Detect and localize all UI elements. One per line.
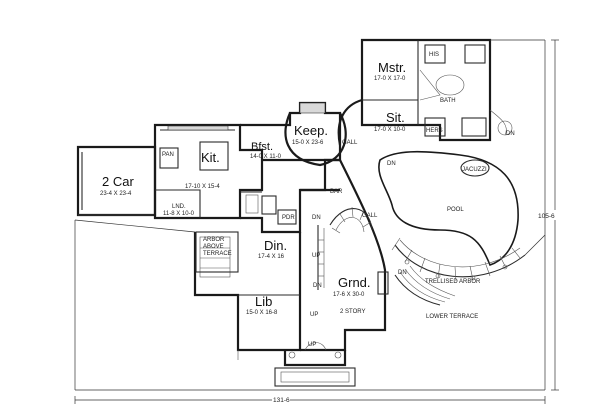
dn-label-stair: DN — [312, 215, 321, 221]
sitting-name: Sit. — [386, 110, 405, 125]
pool-label: POOL — [447, 207, 464, 213]
gallery-label-lower: GALL — [362, 213, 378, 219]
up-label-lower: UP — [310, 312, 318, 318]
lower-terrace-label: LOWER TERRACE — [426, 314, 478, 320]
gallery-label-upper: GALL — [342, 140, 358, 146]
grand-size: 17-6 X 30-0 — [333, 292, 365, 298]
breakfast-keeping-walls — [240, 101, 347, 167]
overall-width-dimension: 131-6 — [273, 397, 290, 404]
his-closet-label: HIS — [429, 52, 439, 58]
powder-label: PDR — [282, 215, 295, 221]
arbor-above-terrace: ARBOR ABOVE TERRACE — [203, 237, 232, 257]
dn-label-terrace: DN — [387, 161, 396, 167]
dn-label-right: DN — [506, 131, 515, 137]
jacuzzi-label: JACUZZI — [462, 167, 487, 173]
laundry-name: LND. — [172, 204, 186, 210]
keeping-name: Keep. — [294, 123, 328, 138]
master-name: Mstr. — [378, 60, 406, 75]
master-size: 17-0 X 17-0 — [374, 76, 406, 82]
grand-room-walls — [300, 158, 389, 352]
up-label-left: UP — [312, 253, 320, 259]
lower-terrace-steps — [394, 265, 456, 306]
garage-name: 2 Car — [102, 174, 134, 189]
dining-name: Din. — [264, 238, 287, 253]
grand-name: Grnd. — [338, 275, 371, 290]
kitchen-wing-walls — [153, 123, 264, 220]
overall-depth-dimension: 105-6 — [538, 213, 555, 220]
trellised-arbor-label: TRELLISED ARBOR — [425, 279, 481, 285]
spiral-stair — [317, 206, 373, 290]
dn-label-lower: DN — [313, 283, 322, 289]
keeping-size: 15-0 X 23-6 — [292, 140, 324, 146]
sitting-size: 17-0 X 10-0 — [374, 127, 406, 133]
breakfast-size: 14-0 X 11-0 — [250, 154, 282, 160]
grand-note: 2 STORY — [340, 309, 365, 315]
library-name: Lib — [255, 294, 272, 309]
up-label-entry: UP — [308, 342, 316, 348]
left-terrace — [195, 231, 239, 360]
bar-label: BAR — [330, 189, 343, 195]
entry-portico — [274, 342, 356, 387]
dining-size: 17-4 X 16 — [258, 254, 285, 260]
bath-label: BATH — [440, 98, 456, 104]
trellised-arbor — [391, 237, 526, 282]
laundry-size: 11-8 X 10-0 — [163, 211, 195, 217]
dn-label-terrace-left: DN — [398, 270, 407, 276]
pantry-label: PAN — [162, 152, 174, 158]
hers-closet-label: HERS — [426, 128, 443, 134]
kitchen-name: Kit. — [201, 150, 220, 165]
kitchen-size: 17-10 X 15-4 — [185, 184, 220, 190]
garage-size: 23-4 X 23-4 — [100, 191, 132, 197]
pool — [378, 150, 519, 266]
breakfast-name: Bfst. — [251, 141, 273, 153]
library-size: 15-0 X 16-8 — [246, 310, 278, 316]
